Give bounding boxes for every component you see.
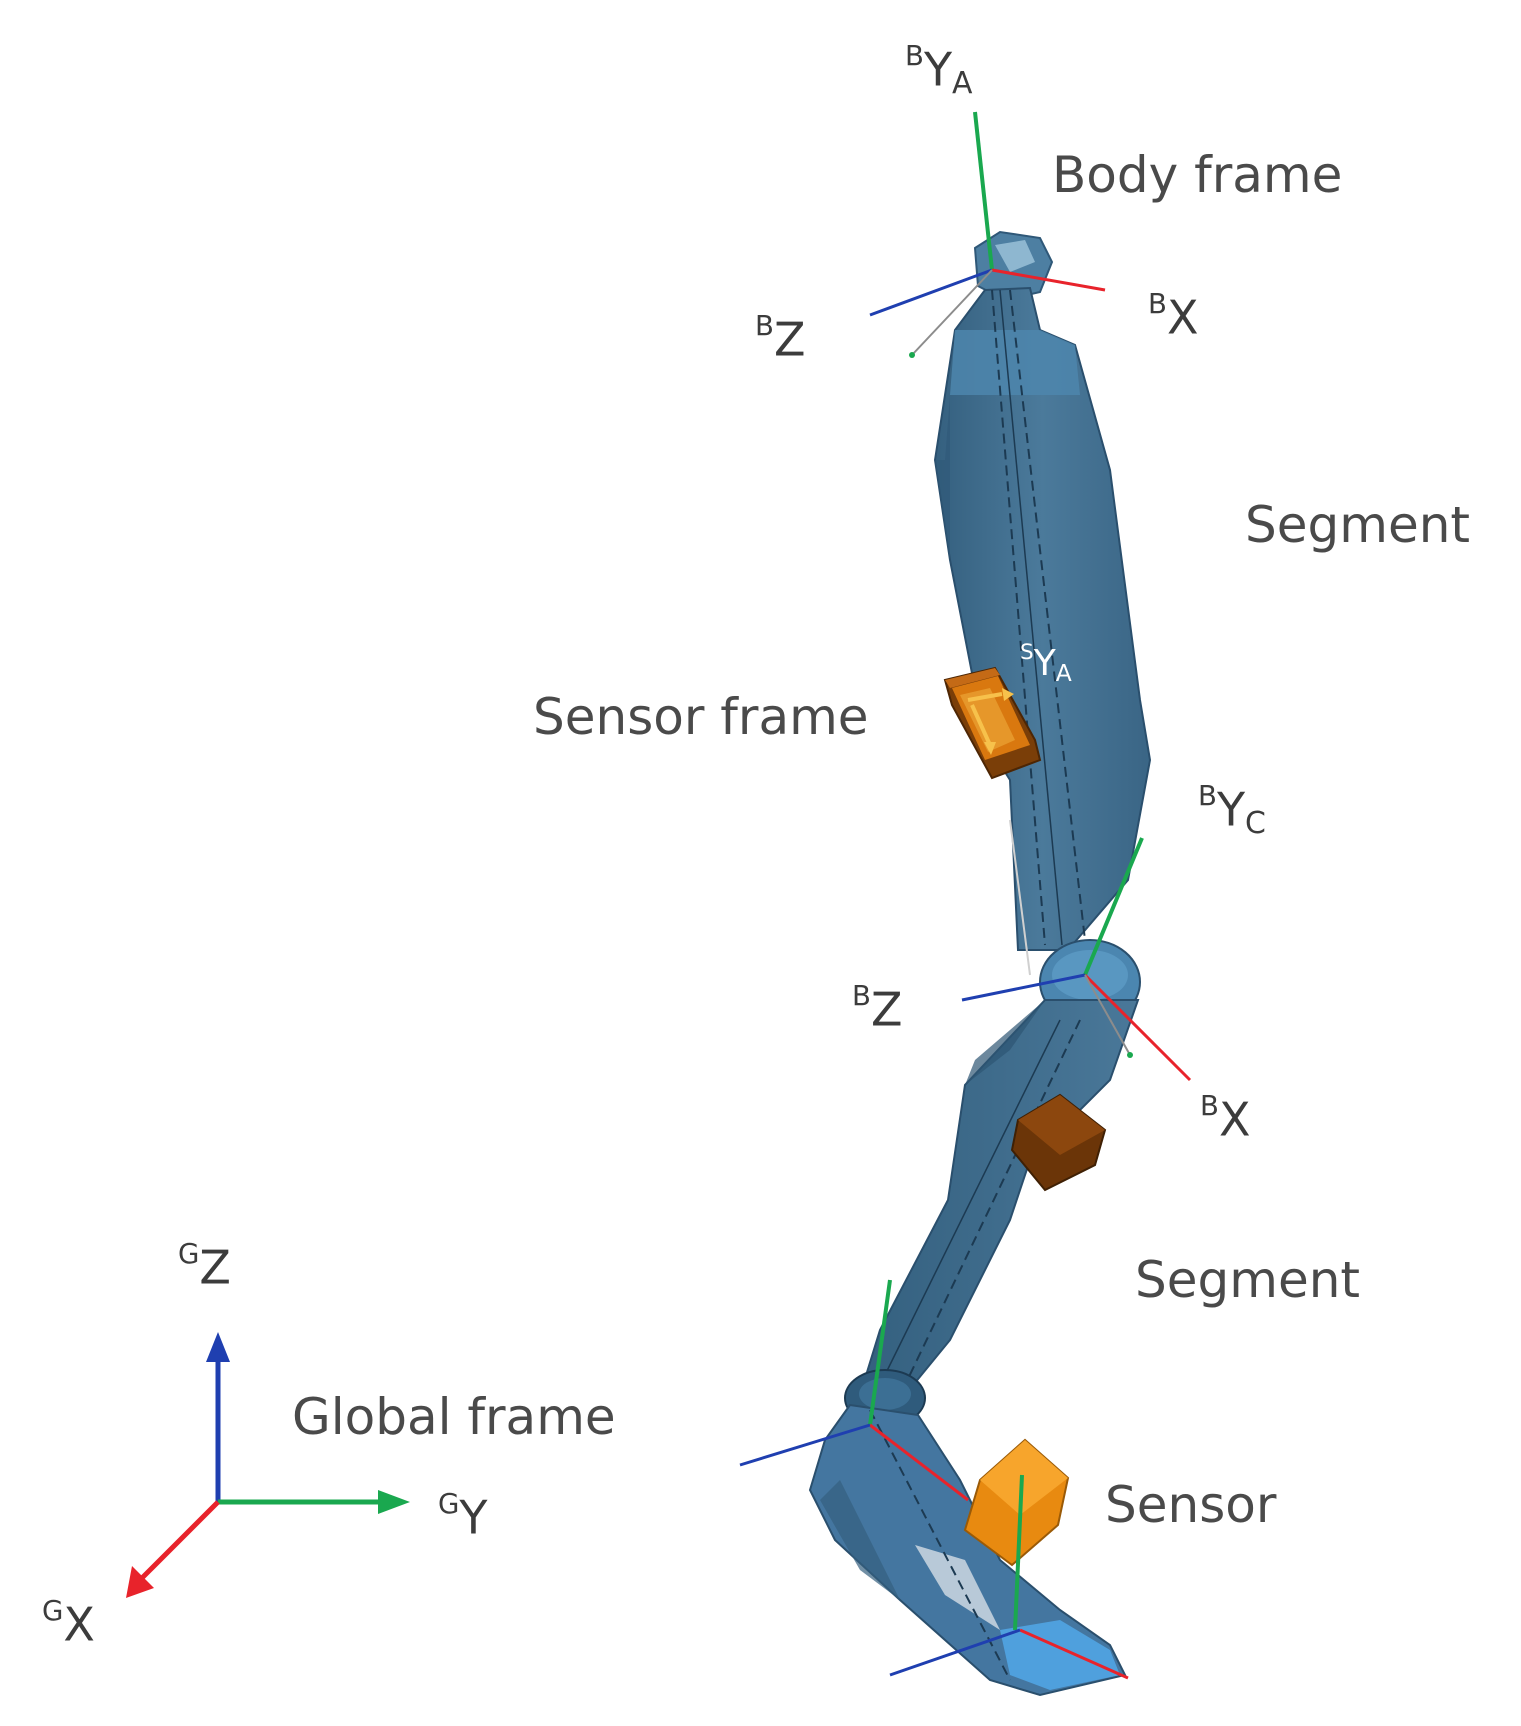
hip-x-axis-label: BX [1148, 287, 1199, 345]
body-frame-label: Body frame [1052, 146, 1343, 204]
global-z-axis-label: GZ [178, 1237, 231, 1295]
hip-body-frame-axes [869, 111, 1106, 358]
global-y-axis-arrow [218, 1490, 410, 1514]
knee-body-frame-axes [961, 819, 1192, 1082]
global-x-axis-label: GX [42, 1594, 95, 1652]
shank-sensor [1010, 1093, 1107, 1192]
ankle-frame-axes [739, 1279, 1129, 1680]
knee-y-axis-label: BYC [1198, 779, 1266, 842]
foot-sensor [963, 1438, 1070, 1567]
foot-segment [808, 1403, 1127, 1697]
global-y-axis-label: GY [438, 1487, 488, 1545]
hip-joint [973, 230, 1054, 302]
segment-upper-label: Segment [1245, 496, 1470, 554]
global-frame-axes [126, 1332, 410, 1598]
global-z-axis-arrow [206, 1332, 230, 1502]
sensor-x-axis-label: SXA [892, 728, 947, 776]
global-frame-label: Global frame [292, 1388, 616, 1446]
knee-x-axis-label: BX [1200, 1089, 1251, 1147]
thigh-sensor [943, 666, 1042, 780]
thigh-segment [933, 286, 1152, 951]
hip-z-axis-label: BZ [755, 309, 806, 367]
shank-segment [858, 999, 1140, 1396]
sensor-label: Sensor [1105, 1476, 1277, 1534]
sensor-frame-label: Sensor frame [533, 688, 869, 746]
global-x-axis-arrow [126, 1500, 220, 1598]
sensor-y-axis-label: SYA [1020, 640, 1072, 688]
segment-lower-label: Segment [1135, 1251, 1360, 1309]
knee-z-axis-label: BZ [852, 979, 903, 1037]
hip-y-axis-label: BYA [905, 39, 973, 102]
